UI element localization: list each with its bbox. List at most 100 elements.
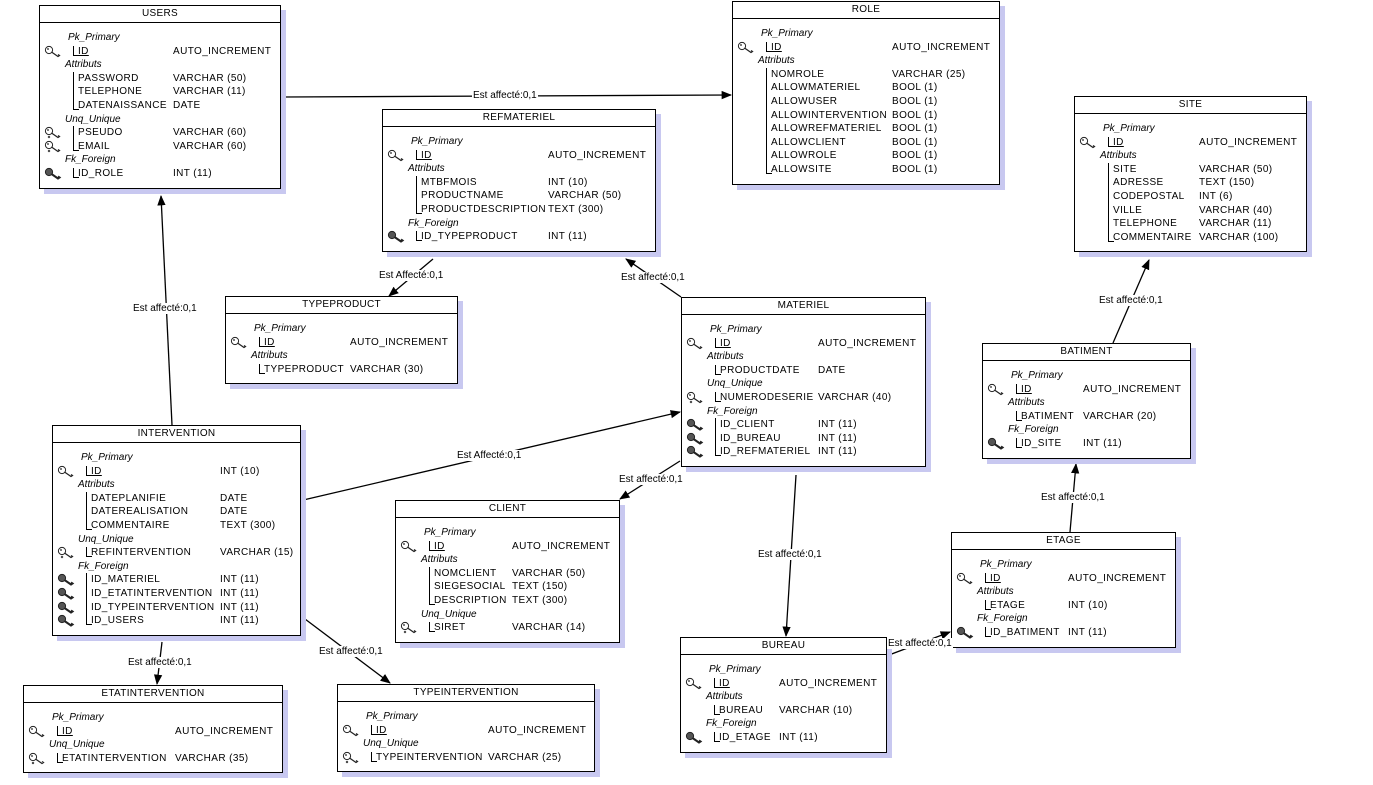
tree-connector — [259, 336, 265, 347]
entity-title: REFMATERIEL — [383, 110, 655, 127]
field-type: INT (11) — [220, 587, 259, 599]
field-name: ID_TYPEINTERVENTION — [91, 601, 215, 613]
field-type: INT (11) — [220, 574, 259, 586]
entity-title: BUREAU — [681, 638, 886, 655]
field-name: PSEUDO — [78, 127, 123, 139]
section-label-fk: Fk_Foreign — [65, 154, 116, 166]
relation-label: Est affecté:0,1 — [757, 549, 823, 560]
field-type: TEXT (300) — [548, 203, 604, 215]
tree-connector — [714, 731, 720, 742]
field-type: INT (11) — [1068, 626, 1107, 638]
field-name: TYPEINTERVENTION — [376, 751, 483, 763]
tree-connector — [73, 98, 79, 110]
tree-connector — [73, 71, 79, 86]
field-name: ALLOWCLIENT — [771, 136, 846, 148]
tree-connector — [73, 85, 79, 99]
field-name: NUMERODESERIE — [720, 391, 814, 403]
section-label-fk: Fk_Foreign — [707, 405, 758, 417]
field-type: VARCHAR (14) — [512, 622, 586, 634]
field-type: INT (11) — [1083, 437, 1122, 449]
field-type: AUTO_INCREMENT — [779, 677, 878, 689]
section-label-pk: Pk_Primary — [68, 32, 120, 43]
